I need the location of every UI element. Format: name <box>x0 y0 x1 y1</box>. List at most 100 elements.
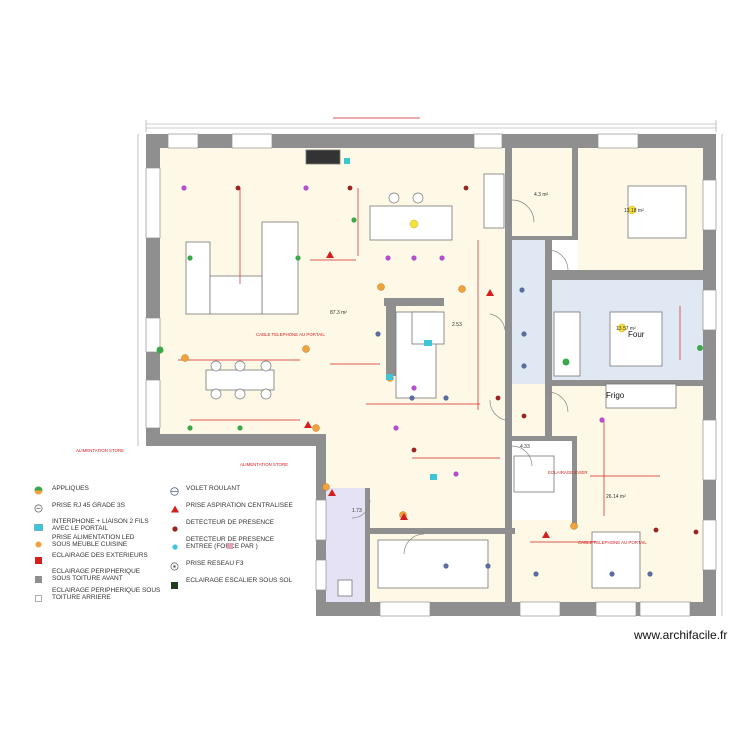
window <box>639 601 691 617</box>
light-centers <box>409 205 637 333</box>
detector-icon <box>172 519 178 532</box>
window <box>597 133 639 149</box>
window <box>145 167 161 239</box>
annotation-cable-portail-right: CABLE TELEPHONE AU PORTAIL <box>578 540 647 545</box>
shower <box>513 455 555 493</box>
room-area-main: 87.3 m² <box>330 310 347 316</box>
dining-table <box>205 369 275 391</box>
window <box>315 499 327 541</box>
label-frigo: Frigo <box>606 391 625 400</box>
legend-label-interphone: INTERPHONE + LIAISON 2 FILS AVEC LE PORT… <box>52 518 149 532</box>
room-area-wc: 1.73 <box>352 508 362 514</box>
window <box>702 179 717 231</box>
furniture <box>185 149 687 597</box>
doors <box>351 199 569 555</box>
legend-label-volet: VOLET ROULANT <box>186 485 241 492</box>
island <box>411 311 445 345</box>
wall-interior-v2 <box>572 148 578 240</box>
legend-label-led: PRISE ALIMENTATION LED SOUS MEUBLE CUISI… <box>52 534 135 548</box>
window <box>473 133 503 149</box>
window <box>145 379 161 429</box>
room-area-corridor: 4.3 m² <box>534 192 549 198</box>
window <box>702 289 717 331</box>
wall-interior-v1 <box>505 148 512 438</box>
room-area-bedroom-3: 26.14 m² <box>606 494 626 500</box>
wall-interior-h3 <box>548 380 716 386</box>
bed-3 <box>591 531 641 589</box>
force-swatch-icon <box>227 543 233 549</box>
legend-label-reseau: PRISE RESEAU F3 <box>186 560 244 567</box>
legend-label-detecteur: DETECTEUR DE PRESENCE <box>186 519 275 526</box>
window <box>702 419 717 481</box>
window <box>145 317 161 353</box>
sofa-seat <box>209 275 263 315</box>
wall-kitchen-v <box>386 306 396 376</box>
tv-unit <box>305 149 341 165</box>
wall-interior-v3 <box>545 240 552 440</box>
room-area-bedroom-2: 13.57 m² <box>616 326 636 332</box>
detectors <box>235 185 699 535</box>
annotation-eclairage-evier: ECLAIRAGE EVIER <box>548 470 588 475</box>
appliances <box>605 383 677 409</box>
room-labels: 87.3 m² 13.18 m² 13.57 m² 4.3 m² 26.14 m… <box>330 192 644 514</box>
aspiration-icon <box>171 500 179 513</box>
wall-right <box>703 134 716 616</box>
wall-bath-h <box>512 436 574 441</box>
sofa-left <box>185 241 211 315</box>
circuit-lines <box>178 188 681 543</box>
bath-unit <box>483 173 505 229</box>
exterior-light-icon <box>35 551 42 564</box>
appliance-labels: Frigo Four <box>606 330 645 400</box>
detector-entry-icon <box>172 537 178 550</box>
corridor-floor <box>512 148 576 240</box>
wall-lower-h <box>365 528 515 534</box>
credit-link[interactable]: www.archifacile.fr <box>634 628 728 642</box>
wardrobe-2 <box>553 311 581 377</box>
wall-interior-h1 <box>512 236 578 240</box>
peripheral-front-icon <box>35 570 42 583</box>
kitchen-bottom <box>377 539 489 589</box>
label-four: Four <box>628 330 645 339</box>
wall-left-bottom <box>146 434 326 446</box>
wall-wc <box>365 488 370 602</box>
window <box>231 133 273 149</box>
annotation-cable-portail: CABLE TELEPHONE AU PORTAIL <box>256 332 325 337</box>
applique-icon <box>34 482 43 495</box>
window <box>519 601 561 617</box>
windows <box>145 133 717 617</box>
legend-label-peri-avant: ECLAIRAGE PERIPHERIQUE SOUS TOITURE AVAN… <box>52 568 141 582</box>
legend-label-peri-arriere: ECLAIRAGE PERIPHERIQUE SOUS TOITURE ARRI… <box>52 587 161 601</box>
bed-1 <box>627 185 687 239</box>
rj45-icon <box>34 500 43 513</box>
interphone-points <box>344 158 437 480</box>
room-area-small-2: 4.33 <box>520 444 530 450</box>
dimension-lines <box>137 120 723 616</box>
window <box>379 601 431 617</box>
window <box>702 519 717 571</box>
annotations: CABLE TELEPHONE AU PORTAIL ALIMENTATION … <box>76 332 647 545</box>
bed-2 <box>609 311 663 367</box>
stair-light-icon <box>171 576 178 589</box>
legend-label-rj45: PRISE RJ 45 GRADE 3S <box>52 502 125 509</box>
annotation-alim-store-left: ALIMENTATION STORE <box>76 448 124 453</box>
chairs <box>210 192 424 400</box>
wc-toilet <box>337 579 353 597</box>
window <box>595 601 637 617</box>
aspiration-points <box>304 251 550 538</box>
legend-label-detecteur-entree: DETECTEUR DE PRESENCE ENTREE (FORCE PAR … <box>186 536 275 550</box>
wall-top-left <box>146 134 508 148</box>
legend-label-appliques: APPLIQUES <box>52 485 89 492</box>
annotation-alim-store-bottom: ALIMENTATION STORE <box>240 462 288 467</box>
green-points <box>156 217 703 431</box>
interphone-icon <box>34 518 43 531</box>
led-icon <box>35 535 42 548</box>
network-outlet-icon <box>170 558 179 571</box>
window <box>167 133 199 149</box>
volet-icon <box>170 483 179 496</box>
room-area-small: 2.53 <box>452 322 462 328</box>
legend-label-aspiration: PRISE ASPIRATION CENTRALISEE <box>186 502 293 509</box>
ceiling-points <box>181 185 605 477</box>
legend-label-ext: ECLAIRAGE DES EXTERIEURS <box>52 552 148 559</box>
room-area-bedroom-1: 13.18 m² <box>624 208 644 214</box>
